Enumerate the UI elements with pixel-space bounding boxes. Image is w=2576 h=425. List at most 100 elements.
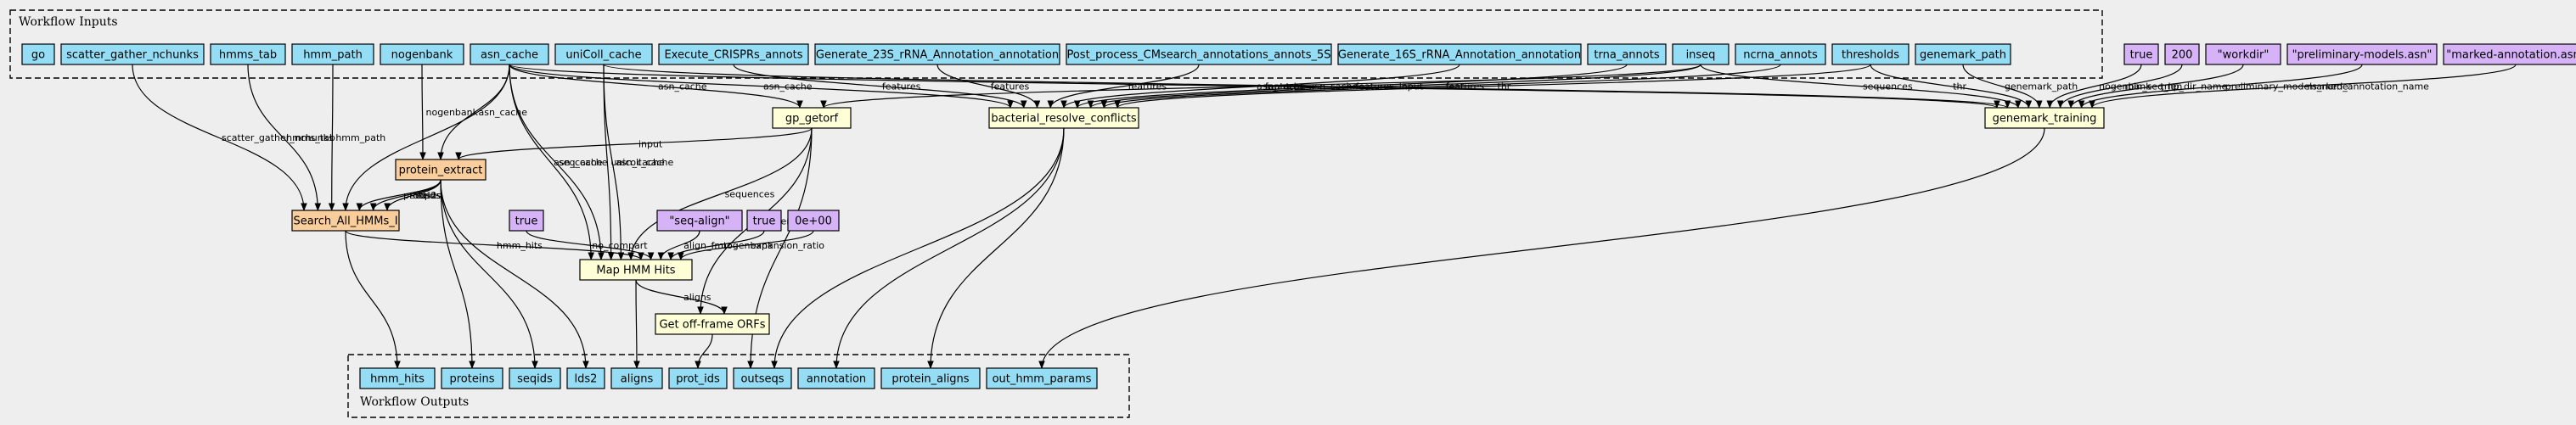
cluster-outputs-label: Workflow Outputs — [360, 395, 469, 409]
node-thresholds[interactable]: thresholds — [1831, 43, 1910, 65]
node-label: seqids — [517, 373, 553, 386]
node-out-annotation[interactable]: annotation — [797, 367, 875, 389]
node-out-protein-aligns[interactable]: protein_aligns — [880, 367, 981, 389]
node-const-zero[interactable]: 0e+00 — [787, 210, 840, 232]
node-execute-crisprs[interactable]: Execute_CRISPRs_annots — [658, 43, 809, 65]
cluster-outputs — [347, 354, 1130, 418]
edge-e53 — [927, 127, 1065, 369]
node-scatter-gather-nchunks[interactable]: scatter_gather_nchunks — [60, 43, 205, 65]
node-generate-16s[interactable]: Generate_16S_rRNA_Annotation_annotation — [1337, 43, 1582, 65]
node-asn-cache[interactable]: asn_cache — [470, 43, 549, 65]
node-trna-annots[interactable]: trna_annots — [1587, 43, 1667, 65]
edge-e27 — [2046, 64, 2142, 109]
node-const-marked[interactable]: "marked-annotation.asn" — [2443, 43, 2576, 65]
node-label: Map HMM Hits — [596, 265, 675, 277]
node-hmm-path[interactable]: hmm_path — [291, 43, 374, 65]
node-uniColl-cache[interactable]: uniColl_cache — [554, 43, 653, 65]
edge-label-e32: input — [638, 139, 663, 150]
node-inseq[interactable]: inseq — [1672, 43, 1730, 65]
node-label: Generate_23S_rRNA_Annotation_annotation — [816, 49, 1059, 62]
edge-label-e27: nogenbank — [2099, 81, 2151, 92]
node-label: true — [2130, 49, 2153, 62]
node-label: 200 — [2172, 49, 2193, 62]
node-const-workdir[interactable]: "workdir" — [2205, 43, 2281, 65]
node-const-prelim[interactable]: "preliminary-models.asn" — [2286, 43, 2438, 65]
node-search-all-hmms[interactable]: Search_All_HMMs_I — [291, 210, 400, 232]
edge-label-e31: marked_annotation_name — [2308, 81, 2430, 92]
edge-label-e36: proteins — [403, 190, 442, 201]
edge-label-e9: asn_cache — [658, 81, 707, 92]
edge-e2 — [247, 64, 322, 211]
node-label: prot_ids — [676, 373, 720, 386]
node-out-prot-ids[interactable]: prot_ids — [668, 367, 728, 389]
edge-e45 — [657, 230, 700, 260]
node-label: true — [515, 215, 538, 228]
edge-e14 — [603, 64, 2011, 109]
node-generate-23s[interactable]: Generate_23S_rRNA_Annotation_annotation — [814, 43, 1060, 65]
node-hmms-tab[interactable]: hmms_tab — [210, 43, 286, 65]
node-const-true-2[interactable]: true — [509, 210, 544, 232]
node-label: hmm_path — [303, 49, 363, 62]
node-out-lds2[interactable]: lds2 — [566, 367, 605, 389]
node-label: gp_getorf — [785, 113, 839, 126]
node-map-hmm-hits[interactable]: Map HMM Hits — [579, 259, 693, 281]
node-post-process-5s[interactable]: Post_process_CMsearch_annotations_annots… — [1066, 43, 1332, 65]
node-genemark-path[interactable]: genemark_path — [1915, 43, 2011, 65]
node-out-aligns[interactable]: aligns — [610, 367, 663, 389]
edge-e49 — [633, 279, 640, 369]
edge-e21 — [1087, 64, 1701, 109]
edge-label-e2: hmms_tab — [286, 132, 335, 143]
node-label: trna_annots — [1594, 49, 1659, 62]
edge-label-e48: aligns — [683, 292, 711, 303]
edge-e51 — [771, 127, 1065, 369]
node-gp-getorf[interactable]: gp_getorf — [772, 107, 852, 129]
edge-e41 — [440, 179, 589, 369]
edge-e32 — [455, 127, 813, 160]
edge-e43 — [345, 230, 401, 369]
node-label: protein_extract — [399, 165, 483, 177]
node-label: aligns — [621, 373, 654, 386]
edge-label-e42: hmm_hits — [497, 240, 543, 251]
edge-e29 — [2067, 64, 2244, 109]
node-bacterial-resolve[interactable]: bacterial_resolve_conflicts — [988, 107, 1139, 129]
node-label: Search_All_HMMs_I — [293, 215, 397, 228]
edge-e10 — [509, 64, 1014, 109]
node-const-true-3[interactable]: true — [746, 210, 782, 232]
node-nogenbank[interactable]: nogenbank — [380, 43, 464, 65]
node-genemark-training[interactable]: genemark_training — [1984, 107, 2105, 129]
edge-e24 — [1114, 64, 1871, 109]
node-ncrna-annots[interactable]: ncrna_annots — [1735, 43, 1826, 65]
node-out-outseqs[interactable]: outseqs — [733, 367, 792, 389]
node-const-true-1[interactable]: true — [2123, 43, 2159, 65]
edge-label-e8: seq_cache — [559, 157, 608, 168]
edge-e15 — [733, 64, 1027, 109]
node-get-offframe[interactable]: Get off-frame ORFs — [655, 313, 770, 335]
node-go[interactable]: go — [21, 43, 55, 65]
node-label: Execute_CRISPRs_annots — [664, 49, 802, 62]
node-out-hmm-hits[interactable]: hmm_hits — [359, 367, 436, 389]
node-label: scatter_gather_nchunks — [66, 49, 199, 62]
node-out-hmm-params[interactable]: out_hmm_params — [986, 367, 1098, 389]
edge-label-e20: input — [1266, 81, 1291, 92]
edge-e30 — [2078, 64, 2363, 109]
node-label: hmms_tab — [219, 49, 277, 62]
node-out-proteins[interactable]: proteins — [441, 367, 503, 389]
edge-label-e10: asn_cache — [763, 81, 813, 92]
edge-label-e33: sequences — [725, 189, 775, 200]
node-const-seq-align[interactable]: "seq-align" — [656, 210, 743, 232]
node-const-200[interactable]: 200 — [2164, 43, 2200, 65]
node-label: nogenbank — [391, 49, 453, 62]
edge-label-e5: asn_cache — [479, 107, 528, 118]
edge-e48 — [635, 279, 728, 315]
node-out-seqids[interactable]: seqids — [509, 367, 561, 389]
edge-e36 — [356, 179, 442, 211]
edge-e39 — [440, 179, 475, 369]
node-protein-extract[interactable]: protein_extract — [395, 159, 487, 181]
node-label: asn_cache — [481, 49, 538, 62]
node-label: go — [31, 49, 45, 62]
edge-label-e12: unicoll_cache — [610, 157, 673, 168]
edge-e52 — [833, 127, 1065, 369]
node-label: true — [753, 215, 776, 228]
edge-e26 — [1962, 64, 2043, 109]
edge-label-e44: no_compart — [592, 240, 648, 251]
